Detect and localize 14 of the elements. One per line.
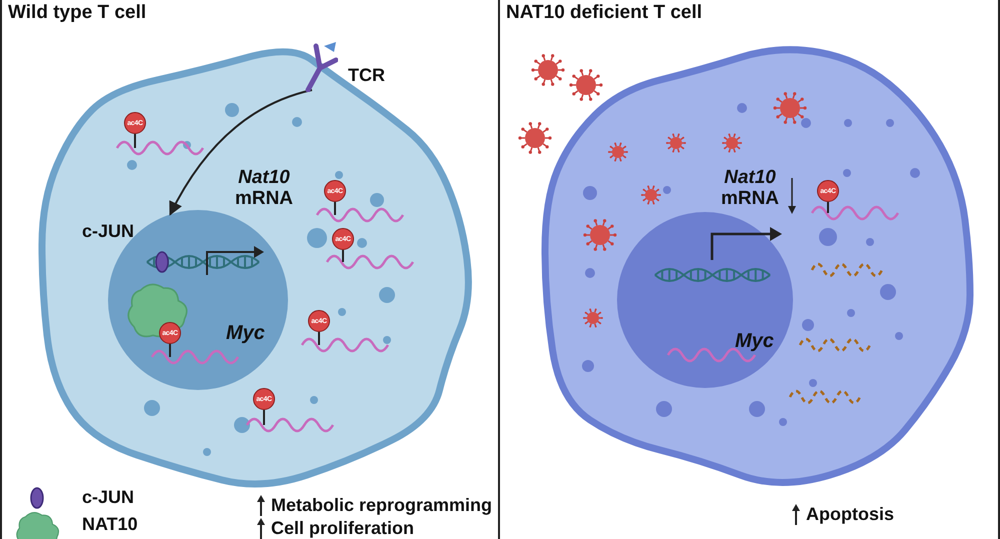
outcome-label: Cell proliferation bbox=[271, 519, 414, 539]
outcome-label: Metabolic reprogramming bbox=[271, 496, 492, 516]
protein-label: c-JUN bbox=[82, 222, 134, 242]
transcript-label: Nat10 mRNA bbox=[720, 168, 780, 210]
gene-label: Myc bbox=[226, 322, 265, 345]
outcome-label: Apoptosis bbox=[806, 505, 894, 525]
signal-arrow bbox=[169, 89, 312, 216]
panel-title: Wild type T cell bbox=[8, 2, 146, 24]
legend-label: c-JUN bbox=[82, 488, 134, 508]
transcript-label: Nat10 mRNA bbox=[234, 168, 294, 210]
panel-title: NAT10 deficient T cell bbox=[506, 2, 702, 24]
gene-label: Myc bbox=[735, 330, 774, 353]
receptor-label: TCR bbox=[348, 64, 385, 86]
legend-label: NAT10 bbox=[82, 515, 138, 535]
